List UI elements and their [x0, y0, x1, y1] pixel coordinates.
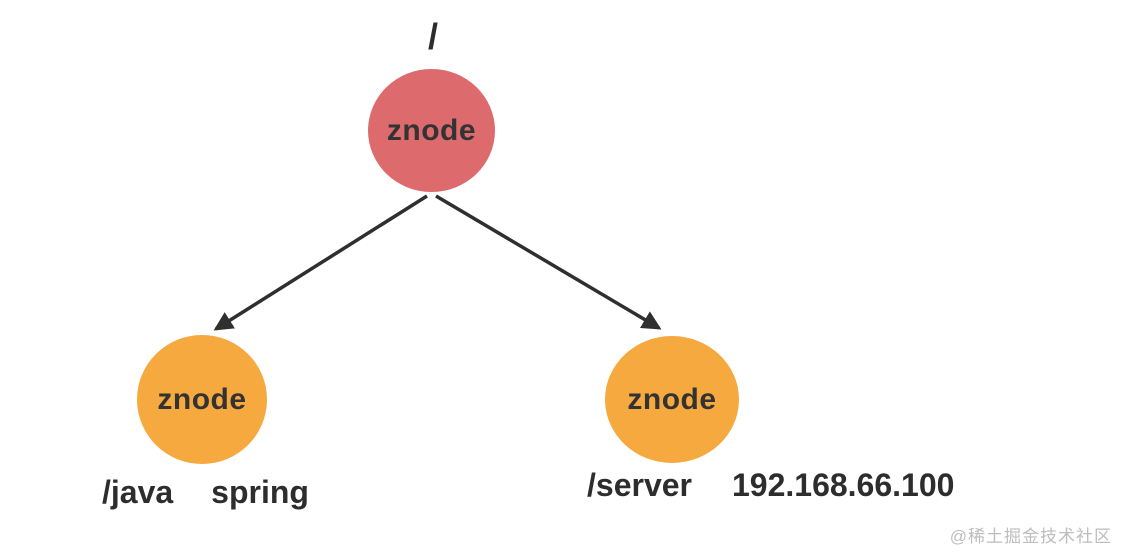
java-node-value: spring [211, 474, 309, 510]
root-path-label: / [427, 16, 438, 57]
java-node-data: /java spring [102, 474, 309, 511]
child-znode-server-circle: znode [605, 336, 739, 463]
server-node-data: /server 192.168.66.100 [587, 467, 954, 504]
edge-root-to-server [435, 194, 662, 330]
child-znode-java-label: znode [157, 382, 247, 416]
watermark: @稀土掘金技术社区 [949, 527, 1112, 546]
child-znode-java-circle: znode [137, 335, 267, 464]
root-znode-circle: znode [368, 69, 495, 192]
server-node-value: 192.168.66.100 [731, 467, 955, 503]
root-znode-label: znode [386, 113, 477, 147]
java-node-path: /java [102, 474, 174, 510]
child-znode-server-label: znode [627, 382, 717, 416]
server-node-path: /server [587, 467, 692, 503]
edge-root-to-java [213, 194, 428, 331]
